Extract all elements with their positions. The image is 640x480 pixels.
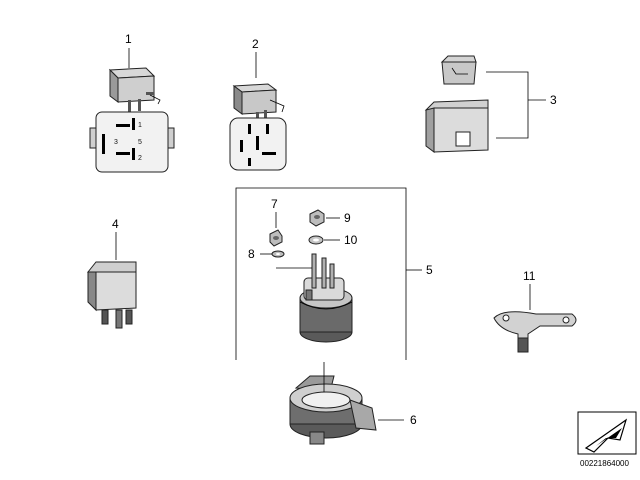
callout-8: 8 bbox=[248, 247, 255, 261]
catalog-number: 00221864000 bbox=[580, 459, 629, 468]
pin-label-1: 1 bbox=[138, 122, 142, 129]
part-11-bracket[interactable] bbox=[493, 311, 577, 353]
part-4-relay[interactable] bbox=[86, 261, 137, 329]
pin-label-5: 5 bbox=[138, 139, 142, 146]
callout-5: 5 bbox=[426, 263, 433, 277]
part-2-relay[interactable] bbox=[229, 83, 287, 171]
callout-3: 3 bbox=[550, 93, 557, 107]
catalog-logo-icon bbox=[577, 411, 637, 455]
part-3-relay-with-cover[interactable] bbox=[424, 55, 489, 153]
part-5-solenoid[interactable] bbox=[299, 253, 353, 343]
part-9-nut[interactable] bbox=[309, 209, 325, 227]
callout-2: 2 bbox=[252, 37, 259, 51]
part-8-washer[interactable] bbox=[271, 250, 285, 258]
callout-9: 9 bbox=[344, 211, 351, 225]
callout-6: 6 bbox=[410, 413, 417, 427]
pin-label-2: 2 bbox=[138, 155, 142, 162]
callout-4: 4 bbox=[112, 217, 119, 231]
callout-1: 1 bbox=[125, 32, 132, 46]
callout-7: 7 bbox=[271, 197, 278, 211]
callout-11: 11 bbox=[523, 269, 536, 283]
part-7-nut[interactable] bbox=[269, 229, 283, 247]
pin-label-3: 3 bbox=[114, 139, 118, 146]
part-10-washer[interactable] bbox=[308, 235, 324, 245]
part-1-relay[interactable]: 1 3 5 2 bbox=[89, 67, 175, 173]
part-6-holder[interactable] bbox=[289, 375, 377, 445]
callout-10: 10 bbox=[344, 233, 358, 247]
